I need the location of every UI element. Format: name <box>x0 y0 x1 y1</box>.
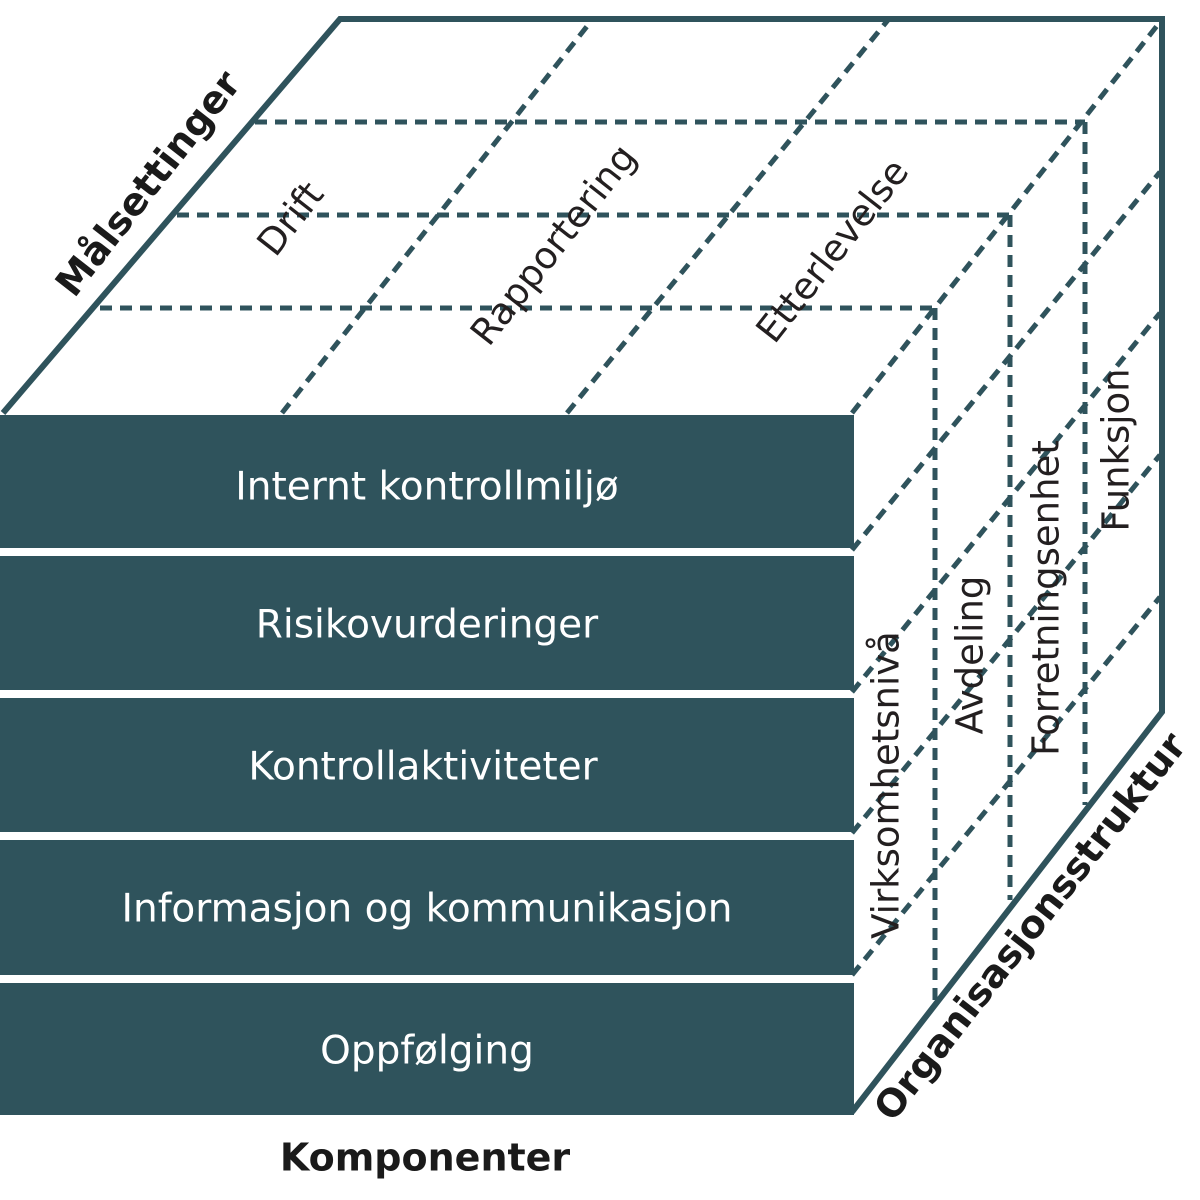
org-level-label: Funksjon <box>1095 368 1138 531</box>
objective-label: Drift <box>249 174 333 264</box>
components-axis-title: Komponenter <box>280 1136 571 1180</box>
component-label: Informasjon og kommunikasjon <box>121 887 732 932</box>
component-bar <box>0 556 854 690</box>
component-bar <box>0 415 854 548</box>
cube-outline <box>0 16 1165 1114</box>
component-label: Internt kontrollmiljø <box>235 465 618 510</box>
org-level-label: Virksomhetsnivå <box>865 631 908 939</box>
right-face-grid <box>850 122 1162 1005</box>
objective-label: Rapportering <box>462 136 645 353</box>
objective-label: Etterlevelse <box>748 151 918 351</box>
org-level-label: Avdeling <box>949 576 992 735</box>
component-bar <box>0 840 854 975</box>
top-face-grid <box>100 18 1162 415</box>
components-face: Internt kontrollmiljø Risikovurderinger … <box>0 415 854 1115</box>
organisation-axis-title: Organisasjonsstruktur <box>865 724 1195 1129</box>
component-bar <box>0 983 854 1115</box>
component-label: Kontrollaktiviteter <box>248 745 598 790</box>
org-level-label: Forretningsenhet <box>1025 440 1068 756</box>
component-label: Risikovurderinger <box>256 603 599 648</box>
component-label: Oppfølging <box>320 1029 534 1074</box>
component-bar <box>0 698 854 832</box>
objectives-axis-title: Målsettinger <box>47 62 250 304</box>
